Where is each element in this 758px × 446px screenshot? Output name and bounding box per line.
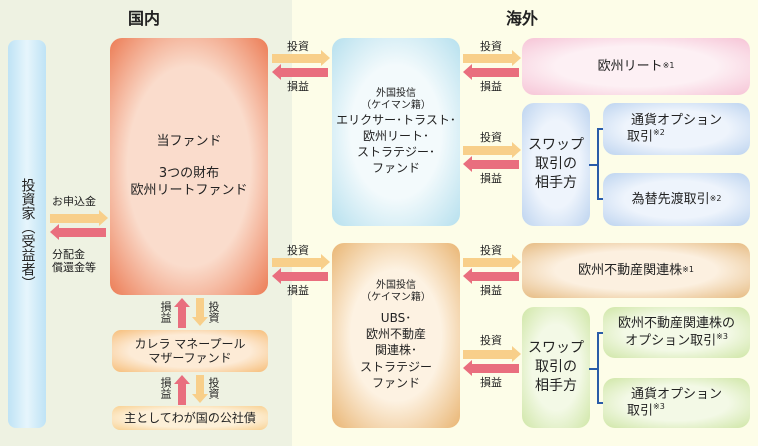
mother-fund-box: カレラ マネープールマザーファンド [112,330,268,372]
invest-arrow [463,142,521,158]
pnl-arrow [272,268,328,284]
invest-arrow [463,50,521,66]
pnl-label: 損益 [480,172,502,185]
currency-option-box: 通貨オプション取引※2 [603,103,750,155]
pnl-label: 損益 [159,301,172,323]
invest-label: 投資 [480,40,502,53]
invest-arrow [463,254,521,270]
pnl-up-arrow [174,375,190,405]
bonds-box: 主としてわが国の公社債 [112,406,268,430]
fund-name: 当ファンド [156,134,222,150]
pnl-label: 損益 [287,80,309,93]
subscription-label: お申込金 [52,195,96,208]
currency-option-box: 通貨オプション取引※3 [603,378,750,428]
swap-counterparty-box: スワップ取引の相手方 [522,307,590,428]
bracket [589,332,605,404]
bracket [589,128,605,200]
pnl-label: 損益 [480,376,502,389]
distribution-label: 分配金償還金等 [52,248,96,275]
pnl-up-arrow [174,298,190,328]
invest-down-arrow [192,375,208,403]
pnl-arrow [463,360,519,376]
fund-title: 欧州リートファンド [130,183,248,199]
invest-arrow [272,254,330,270]
pnl-label: 損益 [159,377,172,399]
fund-box: 当ファンド 3つの財布 欧州リートファンド [110,38,268,295]
pnl-label: 損益 [287,284,309,297]
invest-label: 投資 [480,131,502,144]
invest-arrow [272,50,330,66]
europe-reit-box: 欧州リート※1 [522,38,750,95]
swap-counterparty-box: スワップ取引の相手方 [522,103,590,226]
europe-real-estate-stocks-box: 欧州不動産関連株※1 [522,243,750,298]
fx-forward-box: 為替先渡取引※2 [603,173,750,226]
invest-down-arrow [192,298,208,326]
invest-label: 投資 [480,244,502,257]
invest-label: 投資 [287,40,309,53]
invest-label: 投資 [207,301,220,323]
invest-label: 投資 [287,244,309,257]
reit-feeder-fund-box: 外国投信（ケイマン籍） エリクサー･トラスト･欧州リート･ストラテジー･ファンド [332,38,460,226]
subscription-arrow [50,210,108,226]
fund-subtitle: 3つの財布 [158,165,220,181]
pnl-label: 損益 [480,80,502,93]
stock-option-box: 欧州不動産関連株のオプション取引※3 [603,307,750,358]
pnl-label: 損益 [480,284,502,297]
invest-arrow [463,346,521,362]
pnl-arrow [463,156,519,172]
domestic-heading: 国内 [128,9,161,28]
pnl-arrow [463,268,519,284]
pnl-arrow [272,64,328,80]
invest-label: 投資 [480,334,502,347]
invest-label: 投資 [207,377,220,399]
ubs-feeder-fund-box: 外国投信（ケイマン籍） UBS･欧州不動産関連株･ストラテジーファンド [332,243,460,428]
overseas-heading: 海外 [506,9,539,28]
investor-label: 投資家（受益者） [19,178,36,290]
distribution-arrow [50,224,106,240]
investor-box: 投資家（受益者） [8,40,46,428]
pnl-arrow [463,64,519,80]
